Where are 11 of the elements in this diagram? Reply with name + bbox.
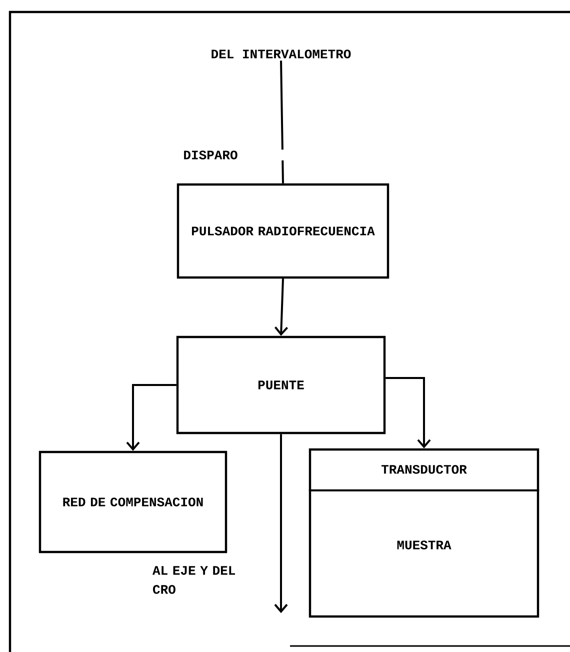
edge-label: DISPARO bbox=[184, 150, 238, 160]
edge-label: AL EJE Y DEL CRO bbox=[152, 566, 235, 594]
source-label: DEL INTERVALOMETRO bbox=[212, 50, 351, 58]
arrow bbox=[126, 384, 176, 451]
block-box: RED DE COMPENSACION bbox=[38, 450, 228, 554]
block-box: TRANSDUCTOR MUESTRA bbox=[308, 448, 540, 618]
arrow bbox=[386, 377, 431, 448]
arrow bbox=[274, 278, 288, 336]
block-box: PUENTE bbox=[176, 336, 386, 434]
block-box: PULSADOR RADIOFRECUENCIA bbox=[176, 183, 390, 279]
arrow bbox=[274, 434, 288, 614]
